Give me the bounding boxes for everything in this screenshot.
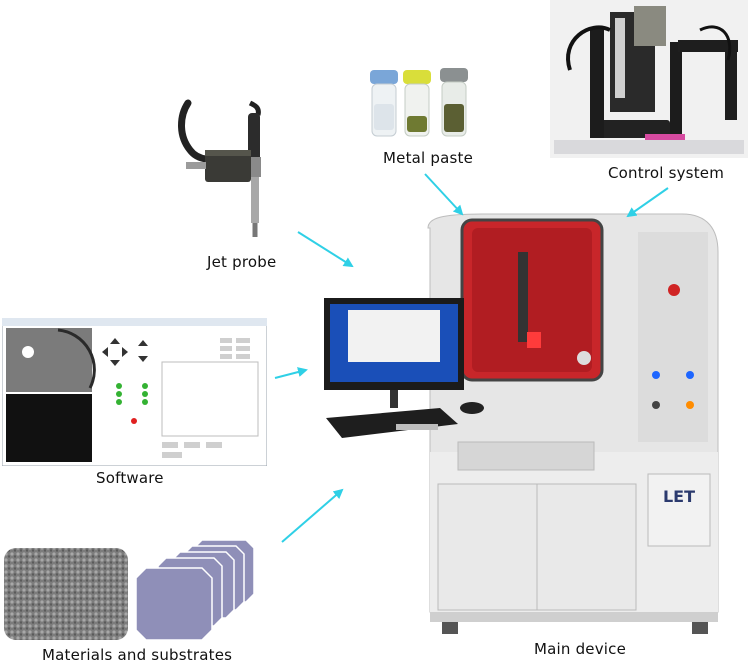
software-image (2, 318, 267, 466)
control-system-image (550, 0, 748, 158)
arrow-software (274, 367, 308, 379)
arrow-metal-paste (424, 173, 464, 216)
control-system-label: Control system (608, 164, 725, 182)
metal-paste-label: Metal paste (383, 149, 474, 167)
motion-stage-icon (550, 0, 748, 158)
main-device-label: Main device (534, 640, 627, 658)
vial-icon (370, 68, 468, 137)
metal-paste-image (362, 64, 480, 144)
materials-image (4, 534, 276, 646)
svg-text:LET: LET (663, 487, 695, 506)
substrate-wafer-icon (4, 539, 255, 641)
jet-probe-image (168, 95, 288, 245)
materials-label: Materials and substrates (42, 646, 233, 664)
jet-probe-icon (178, 99, 261, 237)
software-window-icon (2, 318, 267, 466)
software-label: Software (96, 469, 164, 487)
main-device-image: LET (322, 212, 722, 637)
jet-probe-label: Jet probe (207, 253, 277, 271)
printer-device-icon: LET (324, 213, 719, 634)
